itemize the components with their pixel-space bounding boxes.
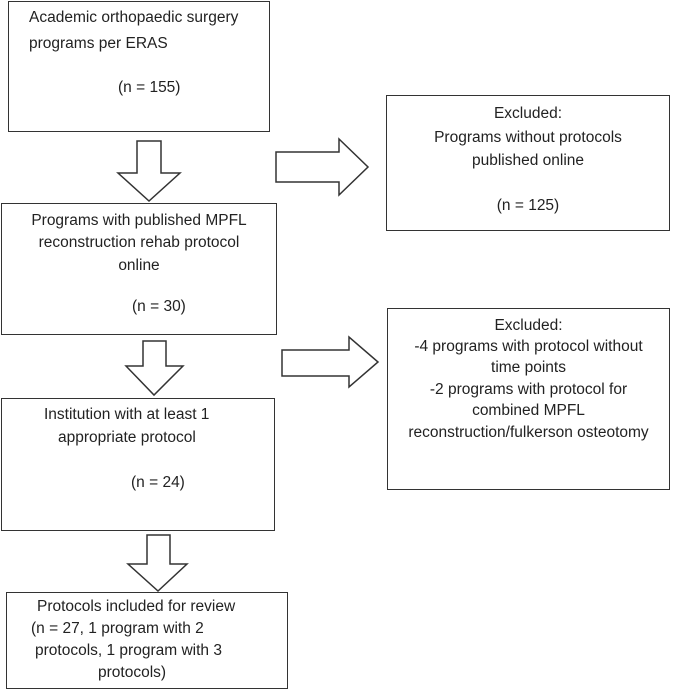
box3-line1: Institution with at least 1 [44,406,210,423]
down-arrow-3 [126,534,189,593]
excluded2-title: Excluded: [494,317,563,334]
box3-line2: appropriate protocol [58,429,196,446]
box-excluded-no-protocols [386,95,670,231]
excluded1-count: (n = 125) [496,197,560,214]
excluded2-line3: -2 programs with protocol for [429,381,628,398]
box-eras-programs [8,1,270,132]
box1-line2: programs per ERAS [29,35,168,52]
box4-line4: protocols) [98,664,167,681]
box-protocols-included [6,592,288,689]
down-arrow-2 [124,340,185,397]
box3-count: (n = 24) [131,474,185,491]
box-institution-appropriate-protocol [1,398,275,531]
excluded2-line2: time points [491,359,566,376]
box4-line1: Protocols included for review [37,598,236,615]
box2-line2: reconstruction rehab protocol [38,234,240,251]
box2-count: (n = 30) [132,298,186,315]
right-arrow-2 [281,335,380,389]
box2-line1: Programs with published MPFL [31,212,247,229]
box-excluded-protocol-issues [387,308,670,490]
box1-count: (n = 155) [118,79,181,96]
excluded1-line2: published online [471,152,585,169]
box-mpfl-protocol-online [1,203,277,335]
excluded2-line1: -4 programs with protocol without [414,338,643,355]
box4-line3: protocols, 1 program with 3 [35,642,222,659]
box2-line3: online [118,257,160,274]
excluded1-title: Excluded: [493,105,563,122]
box4-line2: (n = 27, 1 program with 2 [31,620,204,637]
down-arrow-1 [116,140,182,203]
box1-line1: Academic orthopaedic surgery [29,9,239,26]
right-arrow-1 [275,137,370,197]
excluded2-line4: combined MPFL [472,402,585,419]
excluded1-line1: Programs without protocols [434,129,622,146]
excluded2-line5: reconstruction/fulkerson osteotomy [408,424,649,441]
